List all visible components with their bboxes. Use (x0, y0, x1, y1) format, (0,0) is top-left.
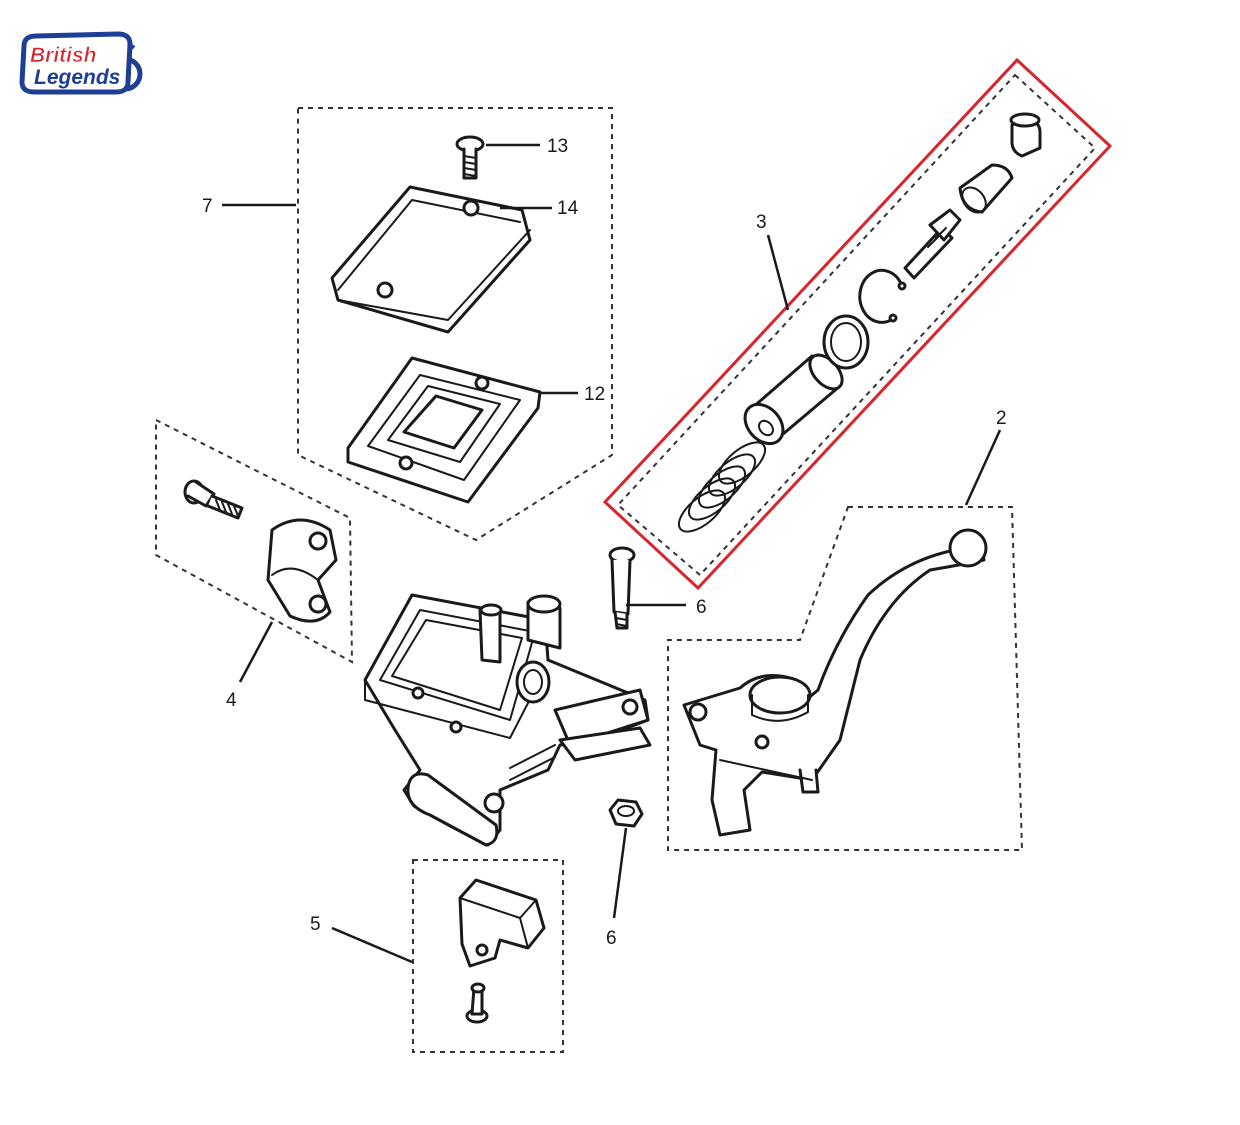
british-legends-logo[interactable]: British Legends (19, 31, 143, 95)
circlip[interactable] (858, 268, 907, 324)
pivot-bolt-part-6-upper[interactable] (608, 546, 636, 630)
cover-screw-part-13[interactable] (455, 135, 485, 180)
logo-badge (19, 31, 133, 95)
callout-label-6-upper: 6 (696, 597, 707, 618)
group-5-dashed-outline (412, 859, 564, 1053)
push-rod[interactable] (903, 208, 962, 280)
callout-label-4: 4 (226, 690, 237, 711)
callout-label-5: 5 (310, 914, 321, 935)
callout-13: 13 (486, 136, 568, 157)
piston[interactable] (737, 349, 848, 451)
group-4-dashed-outline (155, 418, 354, 664)
callout-label-13: 13 (547, 136, 568, 157)
callout-5: 5 (310, 914, 413, 964)
callout-label-3: 3 (756, 212, 767, 233)
handlebar-clamp-part-4[interactable] (266, 518, 338, 623)
callout-label-12: 12 (584, 384, 605, 405)
callout-label-14: 14 (557, 198, 579, 219)
callout-2: 2 (964, 408, 1007, 506)
reservoir-gasket-part-12[interactable] (346, 356, 542, 504)
callout-12: 12 (540, 384, 605, 405)
spring[interactable] (672, 435, 772, 539)
reservoir-cover-group-7 (297, 107, 613, 542)
end-cap[interactable] (1009, 112, 1042, 158)
master-cylinder-body[interactable] (363, 593, 652, 847)
logo-line-british: British (30, 44, 97, 67)
logo-line-legends: Legends (34, 66, 120, 89)
handlebar-clamp-group-4 (155, 418, 354, 664)
group-3-dashed-outline (616, 73, 1097, 577)
brake-lever-part-2[interactable] (682, 528, 988, 837)
brake-light-switch-part-5[interactable] (458, 878, 546, 968)
dust-boot[interactable] (957, 163, 1014, 217)
callout-7: 7 (202, 196, 296, 217)
switch-screw[interactable] (465, 982, 489, 1024)
callout-3: 3 (756, 212, 790, 311)
nut-part-6-lower[interactable] (608, 798, 644, 828)
callout-label-6-lower: 6 (606, 928, 617, 949)
callout-label-7: 7 (202, 196, 213, 217)
brake-switch-group-5 (412, 859, 564, 1053)
group-3-highlight-frame[interactable] (602, 57, 1113, 591)
piston-seal[interactable] (822, 314, 870, 370)
callout-label-2: 2 (996, 408, 1007, 429)
callout-6-lower: 6 (606, 827, 628, 949)
brake-lever-group-2 (667, 506, 1024, 851)
group-2-dashed-outline (667, 506, 1024, 851)
callout-6-upper: 6 (626, 597, 707, 618)
repair-kit-group-3 (602, 57, 1113, 591)
clamp-bolt[interactable] (183, 479, 244, 520)
group-7-dashed-outline (297, 107, 613, 542)
reservoir-cover-part-14[interactable] (330, 185, 532, 334)
callout-14: 14 (500, 198, 579, 219)
callout-4: 4 (226, 621, 274, 711)
